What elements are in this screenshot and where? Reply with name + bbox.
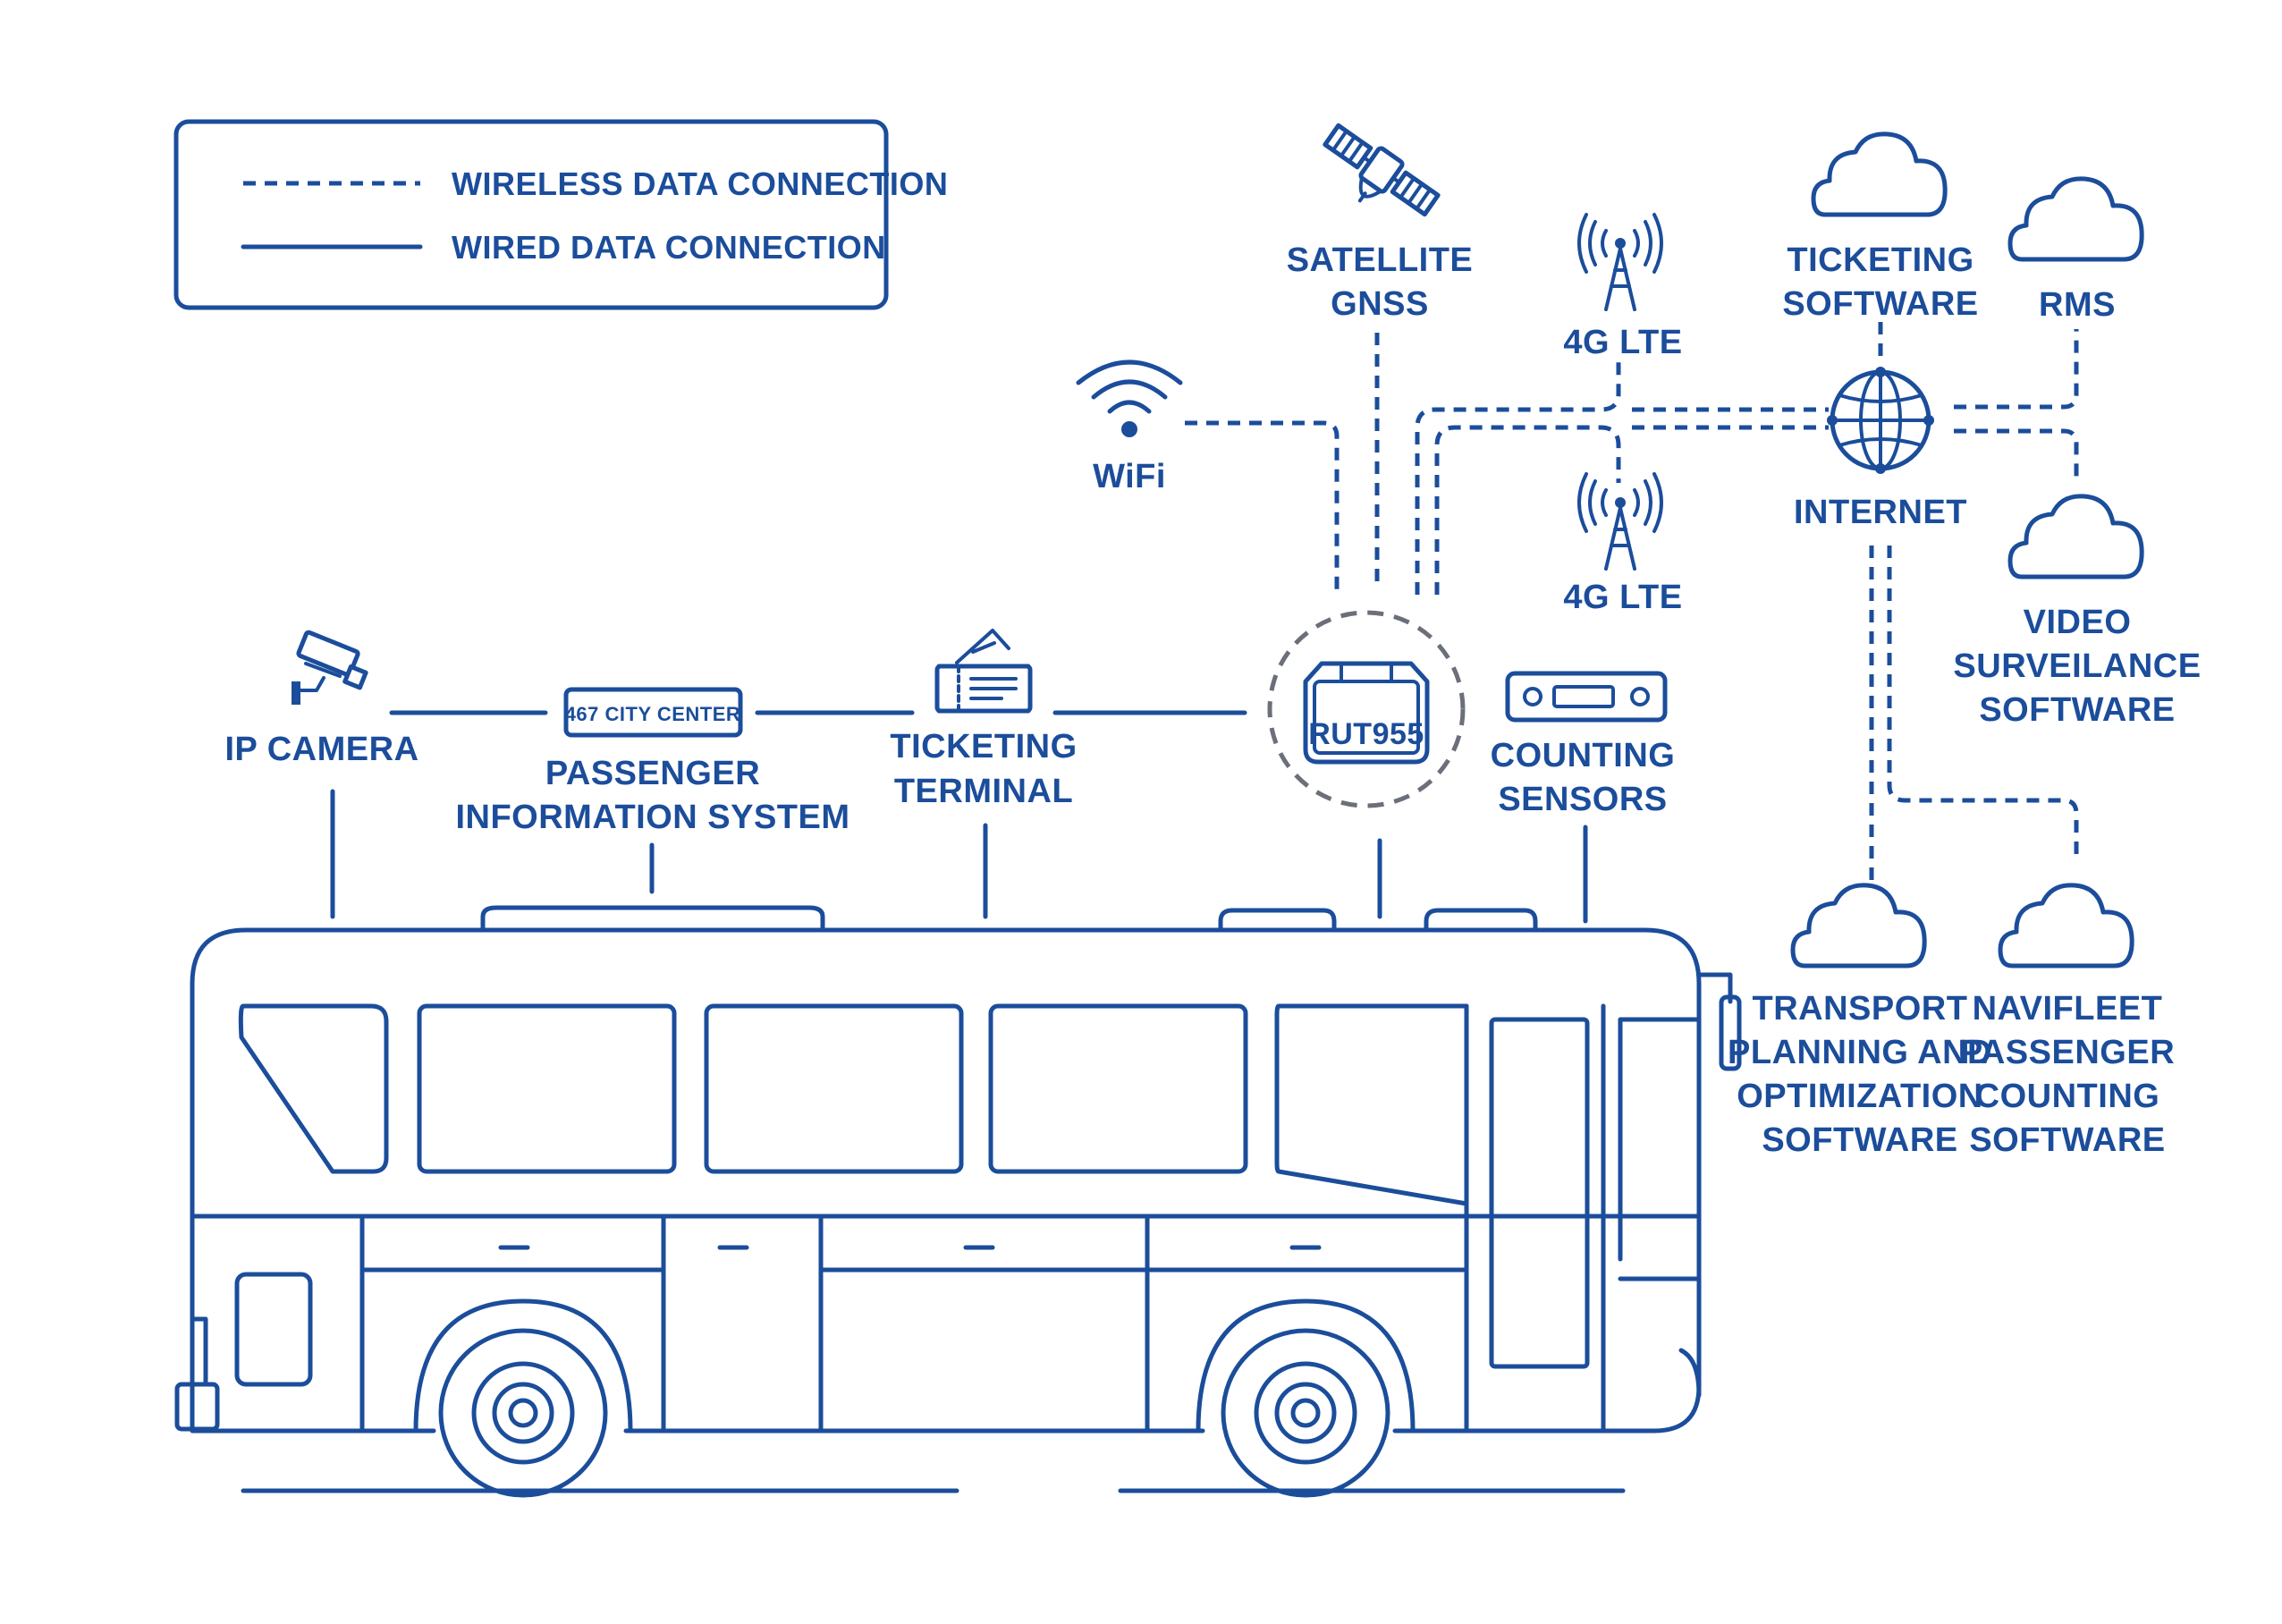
satellite-icon xyxy=(1323,123,1441,217)
lte-bottom-node: 4G LTE xyxy=(1563,472,1682,616)
front-bumper xyxy=(174,1382,220,1432)
cell-tower-icon xyxy=(1577,472,1663,571)
bus-illustration xyxy=(174,905,1742,1498)
window-5 xyxy=(1274,1003,1469,1206)
legend-wireless-label: WIRELESS DATA CONNECTION xyxy=(452,165,948,202)
legend-wired-label: WIRED DATA CONNECTION xyxy=(452,229,886,266)
wifi-node: WiFi xyxy=(1076,359,1183,495)
ticketing-software-node: TICKETING SOFTWARE xyxy=(1782,131,1978,323)
ticketing-terminal-label-1: TICKETING xyxy=(890,728,1077,765)
bus-bottom-front xyxy=(190,1392,436,1434)
ip-camera-node: IP CAMERA xyxy=(224,630,418,768)
ticketing-software-label-1: TICKETING xyxy=(1787,241,1974,279)
navifleet-label-2: PASSENGER xyxy=(1960,1034,2175,1071)
lte-bottom-label: 4G LTE xyxy=(1563,579,1682,616)
transport-label-3: OPTIMIZATION xyxy=(1737,1078,1983,1115)
transport-label-1: TRANSPORT xyxy=(1753,990,1968,1028)
pis-display xyxy=(563,687,743,738)
wifi-icon xyxy=(1076,359,1183,437)
video-node: VIDEO SURVEILANCE SOFTWARE xyxy=(1953,494,2201,729)
window-2 xyxy=(417,1003,677,1174)
satellite-label-1: SATELLITE xyxy=(1287,241,1474,279)
transport-label-2: PLANNING AND xyxy=(1728,1034,1992,1071)
rear-window-frame xyxy=(1618,1017,1702,1262)
pis-label-2: INFORMATION SYSTEM xyxy=(455,799,849,836)
roof-unit-1 xyxy=(1218,908,1337,933)
front-step xyxy=(190,1316,208,1387)
cloud-icon xyxy=(2007,494,2144,579)
rms-node: RMS xyxy=(2007,176,2144,324)
counting-label-1: COUNTING xyxy=(1491,737,1676,774)
video-label-2: SURVEILANCE xyxy=(1953,647,2201,685)
router-lte-top-link xyxy=(1415,362,1621,595)
wifi-label: WiFi xyxy=(1093,458,1166,495)
video-label-1: VIDEO xyxy=(2024,604,2132,641)
rear-wheel-arch xyxy=(1196,1298,1416,1434)
legend-box xyxy=(173,119,889,310)
wireless-connections xyxy=(1185,322,2079,881)
window-front xyxy=(238,1003,389,1174)
pis-label-1: PASSENGER xyxy=(545,755,760,792)
internet-video-link xyxy=(1954,428,2079,483)
ticket-icon xyxy=(934,629,1033,714)
lte-top-node: 4G LTE xyxy=(1563,213,1682,361)
navifleet-node: NAVIFLEET PASSENGER COUNTING SOFTWARE xyxy=(1960,883,2175,1159)
bus-body xyxy=(190,927,1702,1434)
cloud-icon xyxy=(2007,176,2144,262)
counting-label-2: SENSORS xyxy=(1498,781,1667,818)
navifleet-label-3: COUNTING xyxy=(1975,1078,2160,1115)
window-3 xyxy=(704,1003,964,1174)
front-hatch xyxy=(234,1272,313,1387)
sensor-icon xyxy=(1505,671,1668,723)
mirror xyxy=(1719,994,1742,1071)
internet-node: INTERNET xyxy=(1794,367,1967,531)
door-panel xyxy=(1489,1017,1590,1369)
internet-navifleet-link xyxy=(1887,546,2079,863)
ip-camera-label: IP CAMERA xyxy=(224,731,418,768)
legend: WIRELESS DATA CONNECTION WIRED DATA CONN… xyxy=(173,119,948,310)
cloud-icon xyxy=(1998,883,2134,968)
pis-display-text: 467 CITY CENTER xyxy=(565,703,741,725)
ticketing-software-label-2: SOFTWARE xyxy=(1782,285,1978,323)
camera-icon xyxy=(292,630,368,705)
window-4 xyxy=(988,1003,1248,1174)
internet-rms-link xyxy=(1954,329,2079,410)
video-label-3: SOFTWARE xyxy=(1979,691,2175,729)
internet-label: INTERNET xyxy=(1794,494,1967,531)
front-wheel-arch xyxy=(413,1298,633,1434)
wired-connections xyxy=(330,710,1588,924)
ticketing-terminal-label-2: TERMINAL xyxy=(894,773,1073,810)
rear-wheel xyxy=(1221,1328,1390,1498)
ticketing-terminal-node: TICKETING TERMINAL xyxy=(890,629,1077,810)
navifleet-label-1: NAVIFLEET xyxy=(1973,990,2163,1028)
lte-top-label: 4G LTE xyxy=(1563,324,1682,361)
wifi-router-link xyxy=(1185,420,1340,595)
router-node: RUT955 xyxy=(1267,610,1466,808)
front-wheel xyxy=(438,1328,608,1498)
roof-unit-large xyxy=(480,905,825,933)
transport-label-4: SOFTWARE xyxy=(1762,1121,1957,1159)
router-ring xyxy=(1267,610,1466,808)
router-label: RUT955 xyxy=(1308,717,1424,751)
roof-unit-2 xyxy=(1424,908,1538,933)
pis-node: 467 CITY CENTER PASSENGER INFORMATION SY… xyxy=(455,687,849,836)
cloud-icon xyxy=(1811,131,1948,217)
rear-lamp xyxy=(1678,1348,1702,1398)
router-lte-bottom-link xyxy=(1434,425,1621,595)
satellite-node: SATELLITE GNSS xyxy=(1287,123,1474,323)
cloud-icon xyxy=(1790,883,1927,968)
navifleet-label-4: SOFTWARE xyxy=(1969,1121,2165,1159)
mirror-arm xyxy=(1696,972,1733,1004)
router-icon xyxy=(1303,661,1430,765)
satellite-label-2: GNSS xyxy=(1331,285,1429,323)
rms-label: RMS xyxy=(2039,286,2116,324)
transport-node: TRANSPORT PLANNING AND OPTIMIZATION SOFT… xyxy=(1728,883,1992,1159)
cell-tower-icon xyxy=(1577,213,1663,311)
counting-node: COUNTING SENSORS xyxy=(1491,671,1676,818)
globe-icon xyxy=(1827,367,1934,474)
